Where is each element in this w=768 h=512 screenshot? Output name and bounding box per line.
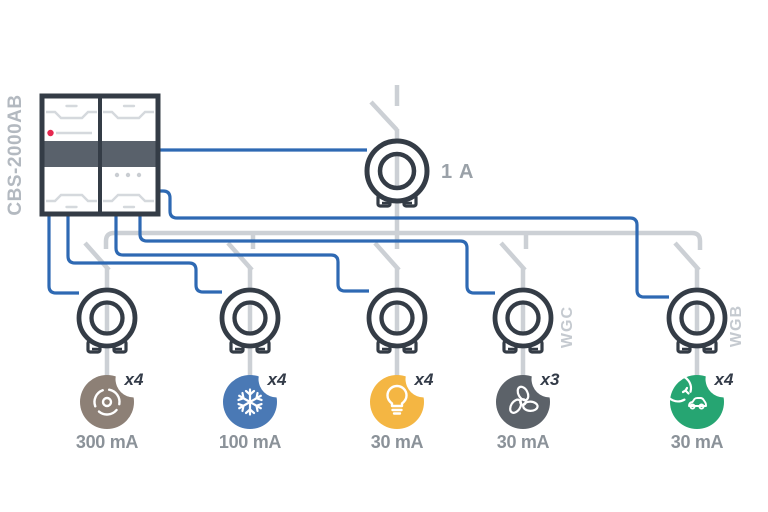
- branch-3-blade: [373, 241, 401, 272]
- load-freezer: x4 100 mA: [219, 360, 296, 452]
- count-badge-label: x4: [414, 370, 434, 389]
- wgb-tag-label: WGB: [728, 305, 745, 347]
- ct-sense-wires: [47, 148, 669, 299]
- trip-current-label: 30 mA: [371, 432, 424, 452]
- fan-icon: [503, 383, 543, 419]
- indicator-dot: [125, 172, 131, 178]
- count-badge-label: x3: [540, 370, 560, 389]
- ct-ring-1: [76, 287, 138, 354]
- device-label: CBS-2000AB: [5, 94, 26, 215]
- load-ev-charging: x4 30 mA: [663, 360, 743, 452]
- distribution-bus: [103, 230, 703, 250]
- trip-current-label: 100 mA: [219, 432, 282, 452]
- cabinet-right-panel: [103, 104, 154, 209]
- load-lighting: x4 30 mA: [370, 360, 443, 452]
- load-ventilation: x3 30 mA: [496, 360, 569, 452]
- load-washing-machine: x4 300 mA: [76, 360, 153, 452]
- count-badge: [405, 360, 443, 398]
- ct-ring-2: [219, 287, 281, 354]
- count-badge: [115, 360, 153, 398]
- ct-ring-3: [366, 287, 428, 354]
- branch-5-blade: [673, 241, 701, 272]
- sense-wire-branch-2: [66, 212, 222, 294]
- sense-wire-branch-4: [138, 212, 495, 295]
- branch-1-blade: [83, 241, 111, 272]
- main-breaker-rating: 1 A: [441, 161, 474, 183]
- branch-4-blade: [499, 241, 527, 272]
- trip-current-label: 300 mA: [76, 432, 139, 452]
- count-badge: [258, 360, 296, 398]
- sense-wire-branch-3: [114, 212, 369, 293]
- sense-wire-branch-5: [158, 189, 669, 299]
- ev-car-icon: [663, 374, 707, 410]
- cbs-cabinet: CBS-2000AB: [5, 93, 161, 217]
- status-led: [47, 129, 54, 137]
- ct-ring-4: [492, 287, 554, 354]
- sense-wire-branch-1: [47, 212, 79, 295]
- washing-machine-icon: [93, 388, 121, 416]
- count-badge-label: x4: [124, 370, 144, 389]
- count-badge-label: x4: [267, 370, 287, 389]
- trip-current-label: 30 mA: [497, 432, 550, 452]
- main-breaker-blade: [369, 100, 399, 132]
- branch-ct-rings: [76, 287, 728, 354]
- indicator-dot: [136, 172, 142, 178]
- count-badge: [705, 360, 743, 398]
- lightbulb-icon: [386, 384, 408, 415]
- cabinet-left-panel: [46, 104, 97, 209]
- ct-ring-5: [666, 287, 728, 354]
- wgc-tag-label: WGC: [559, 306, 576, 348]
- count-badge: [531, 360, 569, 398]
- trip-current-label: 30 mA: [671, 432, 724, 452]
- main-ct-ring: [364, 138, 430, 208]
- count-badge-label: x4: [714, 370, 734, 389]
- indicator-dot: [114, 172, 120, 178]
